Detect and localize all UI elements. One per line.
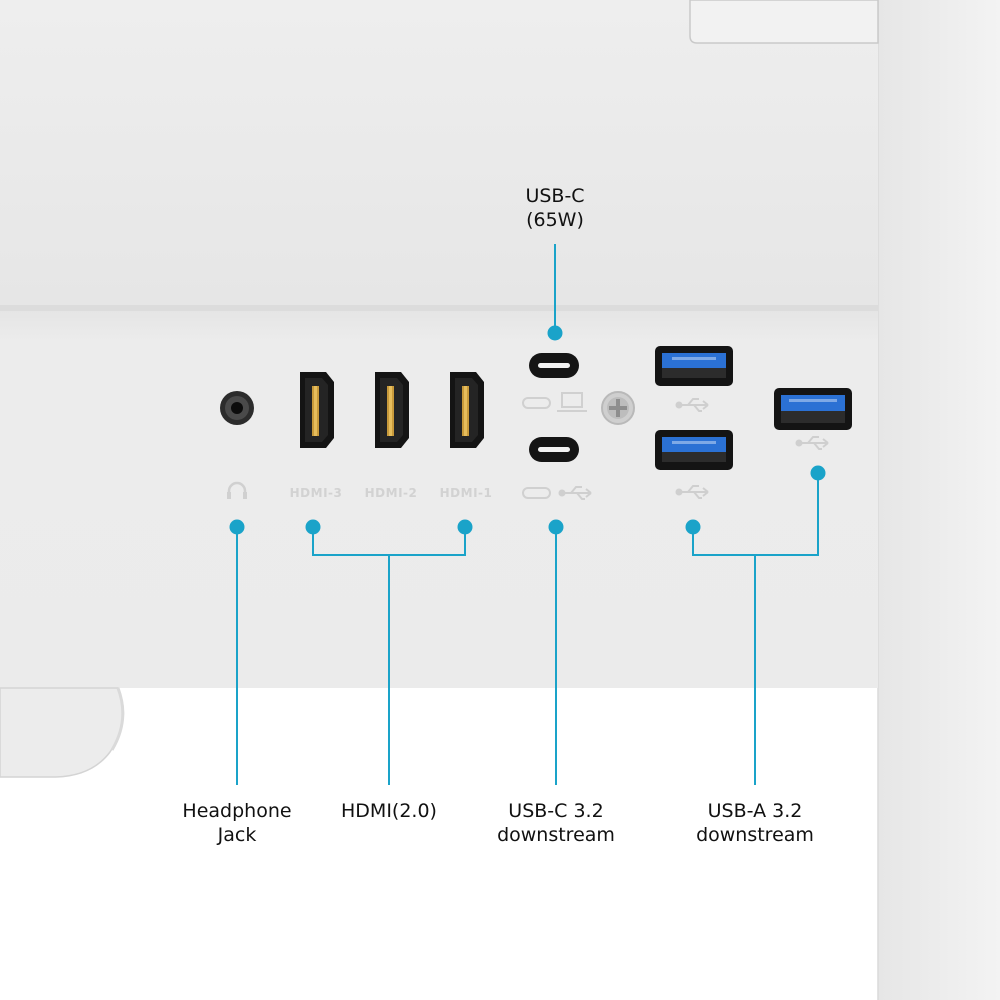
callout-usb-a-32: USB-A 3.2 downstream xyxy=(680,799,830,847)
callout-line-2: Jack xyxy=(217,824,257,846)
callout-line-2: downstream xyxy=(696,824,814,846)
usb-trident-icon xyxy=(795,436,829,450)
hdmi-2-port xyxy=(375,372,409,448)
headphone-icon xyxy=(227,481,247,499)
callout-lines xyxy=(236,244,819,785)
callout-hdmi: HDMI(2.0) xyxy=(324,799,454,823)
usb-a-port-side xyxy=(774,388,852,430)
callout-line-1: USB-A 3.2 xyxy=(707,800,803,822)
usb-trident-icon xyxy=(675,398,709,412)
callout-usb-c-32: USB-C 3.2 downstream xyxy=(481,799,631,847)
callout-headphone-jack: Headphone Jack xyxy=(167,799,307,847)
hdmi-1-silkscreen: HDMI-1 xyxy=(440,486,493,500)
usb-c-downstream-port xyxy=(529,437,579,462)
callout-line-1: Headphone xyxy=(182,800,292,822)
callout-line-1: USB-C 3.2 xyxy=(508,800,604,822)
usb-c-65w-port xyxy=(529,353,579,378)
callout-line-2: downstream xyxy=(497,824,615,846)
monitor-side-edge xyxy=(878,0,1000,1000)
usb-trident-icon xyxy=(675,485,709,499)
usb-a-port-top xyxy=(655,346,733,386)
callout-dots xyxy=(229,325,826,535)
screw-icon xyxy=(601,391,635,425)
callout-line-2: (65W) xyxy=(526,209,584,231)
hdmi-3-port xyxy=(300,372,334,448)
laptop-icon xyxy=(557,392,587,412)
hdmi-3-silkscreen: HDMI-3 xyxy=(290,486,343,500)
callout-line-1: USB-C xyxy=(525,185,585,207)
callout-usb-c-65w: USB-C (65W) xyxy=(495,184,615,232)
headphone-jack-port xyxy=(220,391,254,425)
stand-corner xyxy=(0,687,125,778)
hdmi-1-port xyxy=(450,372,484,448)
callout-line-1: HDMI(2.0) xyxy=(341,800,437,822)
hdmi-2-silkscreen: HDMI-2 xyxy=(365,486,418,500)
usb-c-icon xyxy=(522,397,551,499)
upper-body-panel xyxy=(0,0,878,308)
usb-a-port-bottom xyxy=(655,430,733,470)
top-cutout xyxy=(689,0,879,44)
usb-trident-icon xyxy=(558,486,592,500)
